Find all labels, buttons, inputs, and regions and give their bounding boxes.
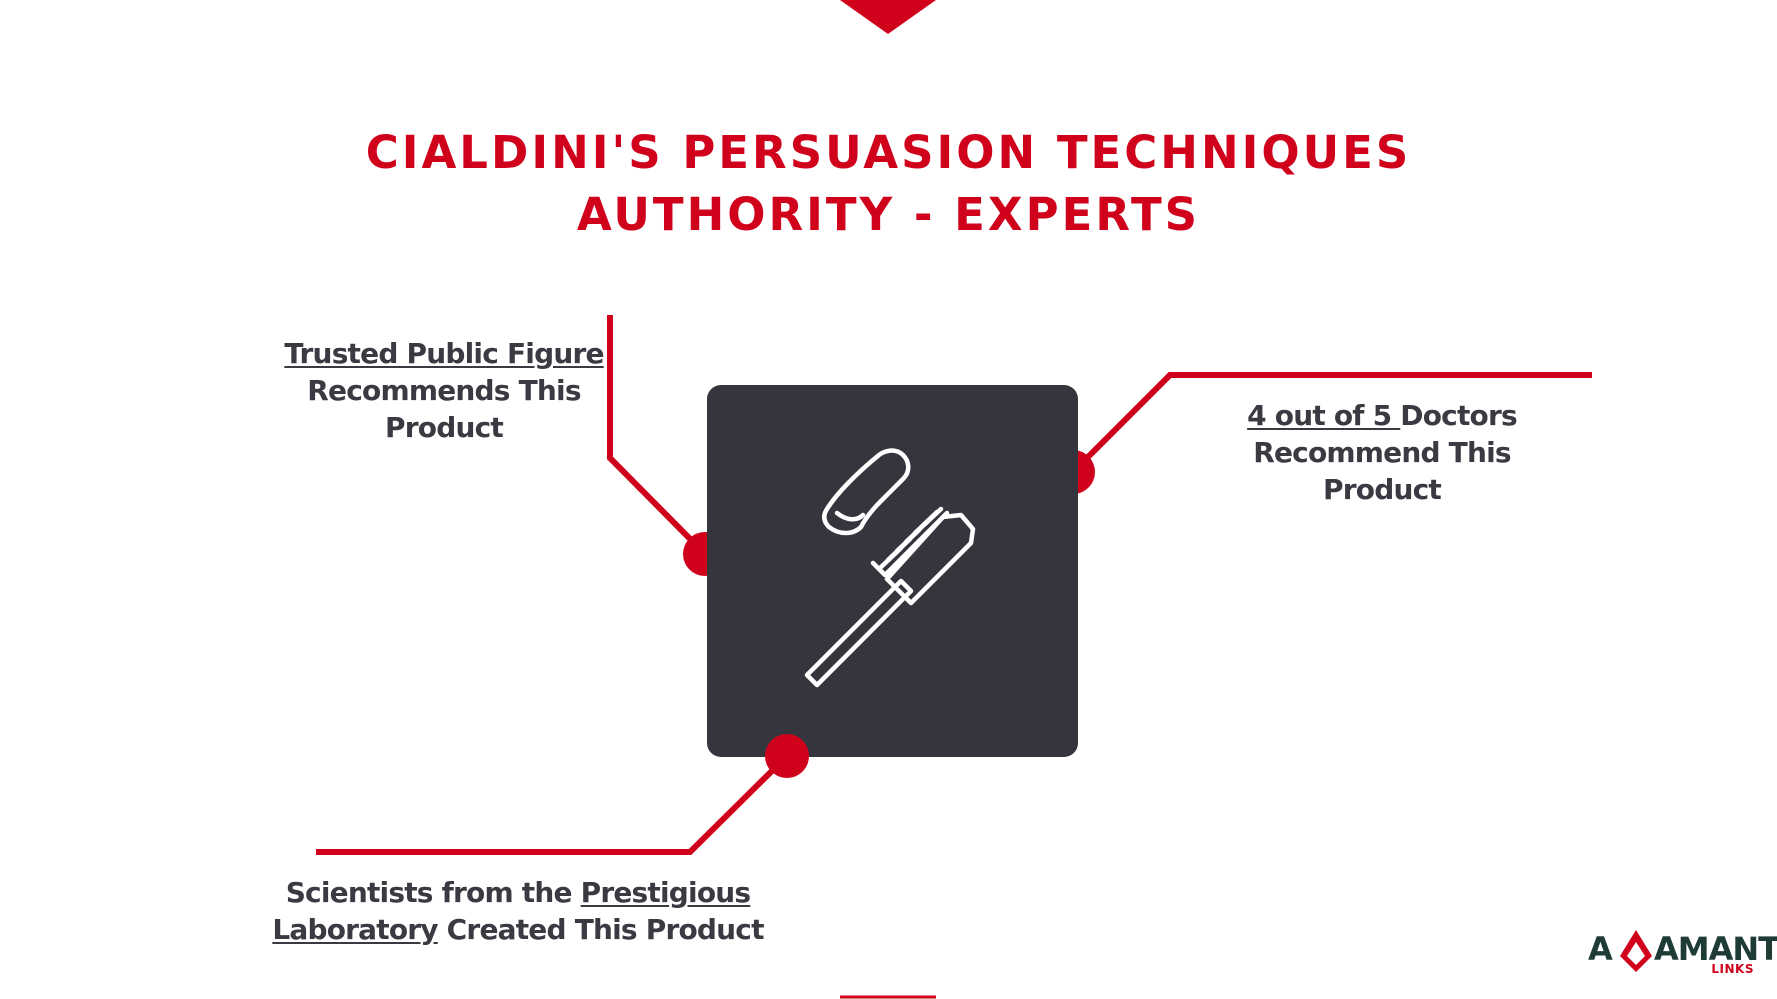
title-line-2: AUTHORITY - EXPERTS	[576, 188, 1201, 241]
label-top-left-underlined: Trusted Public Figure	[284, 337, 604, 370]
label-bottom-prefix: Scientists from the	[285, 876, 581, 909]
dot-bottom	[765, 734, 809, 778]
label-top-left-line3: Product	[385, 411, 504, 444]
label-bottom-underlined-1: Prestigious	[580, 876, 751, 909]
label-doctors-recommend: 4 out of 5 Doctors Recommend This Produc…	[1192, 397, 1572, 508]
label-bottom-suffix: Created This Product	[437, 913, 765, 946]
logo-letter-a: A	[1588, 930, 1613, 968]
connector-top-right	[1070, 372, 1592, 475]
connector-top-left	[607, 315, 708, 557]
toothbrush-icon	[804, 448, 976, 688]
label-top-left-line2: Recommends This	[307, 374, 581, 407]
connector-bottom	[316, 753, 790, 855]
adamant-links-logo: A AMANT LINKS	[1588, 928, 1777, 976]
logo-wordmark: AMANT	[1654, 930, 1777, 968]
label-scientists-laboratory: Scientists from the Prestigious Laborato…	[248, 874, 788, 948]
logo-diamond-icon	[1620, 930, 1652, 972]
top-triangle-marker	[840, 0, 936, 34]
center-icon-box	[707, 385, 1078, 757]
label-top-right-line2: Recommend This	[1253, 436, 1511, 469]
label-trusted-public-figure: Trusted Public Figure Recommends This Pr…	[264, 335, 624, 446]
label-top-right-line3: Product	[1323, 473, 1442, 506]
label-top-right-underlined: 4 out of 5	[1247, 399, 1401, 432]
label-bottom-underlined-2: Laboratory	[272, 913, 438, 946]
logo-sub-text: LINKS	[1711, 962, 1754, 976]
label-top-right-line1-rest: Doctors	[1400, 399, 1517, 432]
title-line-1: CIALDINI'S PERSUASION TECHNIQUES	[365, 126, 1412, 179]
